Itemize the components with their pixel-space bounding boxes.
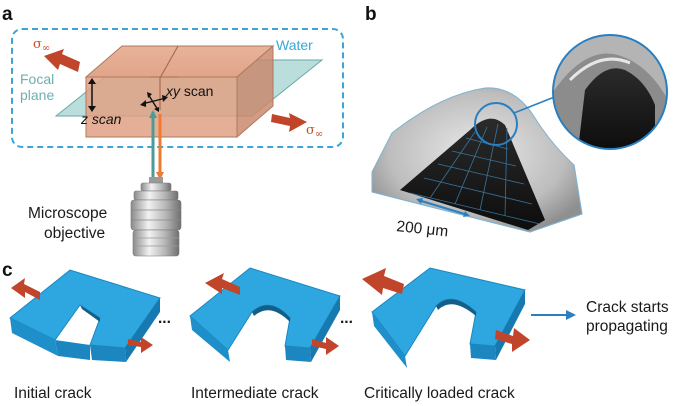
caption-initial-crack: Initial crack — [14, 385, 92, 402]
caption-intermediate-crack: Intermediate crack — [191, 385, 319, 402]
force-arrow-1-bottom — [128, 337, 153, 353]
sigma-label-right: σ∞ — [306, 123, 323, 140]
propagation-label-line2: propagating — [586, 318, 668, 335]
stress-arrow-left — [44, 49, 80, 72]
force-arrow-3-top — [362, 268, 404, 295]
panel-label-a: a — [2, 4, 13, 25]
focal-label-line2: plane — [20, 87, 54, 103]
panel-label-b: b — [365, 4, 377, 25]
panel-label-c: c — [2, 260, 13, 281]
sigma-label-left: σ∞ — [33, 37, 50, 54]
propagation-arrow — [531, 310, 576, 320]
ellipsis-2: ... — [340, 310, 353, 327]
force-arrow-2-top — [205, 273, 240, 295]
ellipsis-1: ... — [158, 310, 171, 327]
force-arrow-1-top — [11, 278, 40, 300]
microscope-objective-icon — [130, 177, 182, 257]
crack-3d-render — [371, 87, 583, 233]
water-label: Water — [276, 37, 313, 53]
xy-scan-label: xy scan — [165, 83, 213, 99]
sample-critically-loaded-crack — [371, 267, 526, 368]
microscope-label-line1: Microscope — [28, 205, 107, 222]
caption-critically-loaded-crack: Critically loaded crack — [364, 385, 515, 402]
sample-initial-crack — [9, 269, 161, 362]
stress-arrow-right — [271, 113, 307, 132]
z-scan-label: z scan — [80, 111, 122, 127]
force-arrow-2-bottom — [312, 337, 339, 355]
scale-bar — [416, 198, 470, 217]
sample-box — [84, 44, 275, 139]
force-arrow-3-bottom — [495, 328, 530, 352]
emission-arrowhead — [156, 172, 164, 180]
excitation-arrowhead — [149, 110, 157, 118]
xy-scan-arrows — [140, 92, 168, 112]
z-scan-arrow — [88, 78, 96, 112]
focal-label-line1: Focal — [20, 71, 54, 87]
microscope-label-line2: objective — [44, 225, 105, 242]
zoom-inset — [552, 34, 668, 150]
scale-bar-label: 200 μm — [396, 218, 450, 240]
propagation-label-line1: Crack starts — [586, 299, 669, 316]
zoom-region-marker — [474, 102, 518, 146]
